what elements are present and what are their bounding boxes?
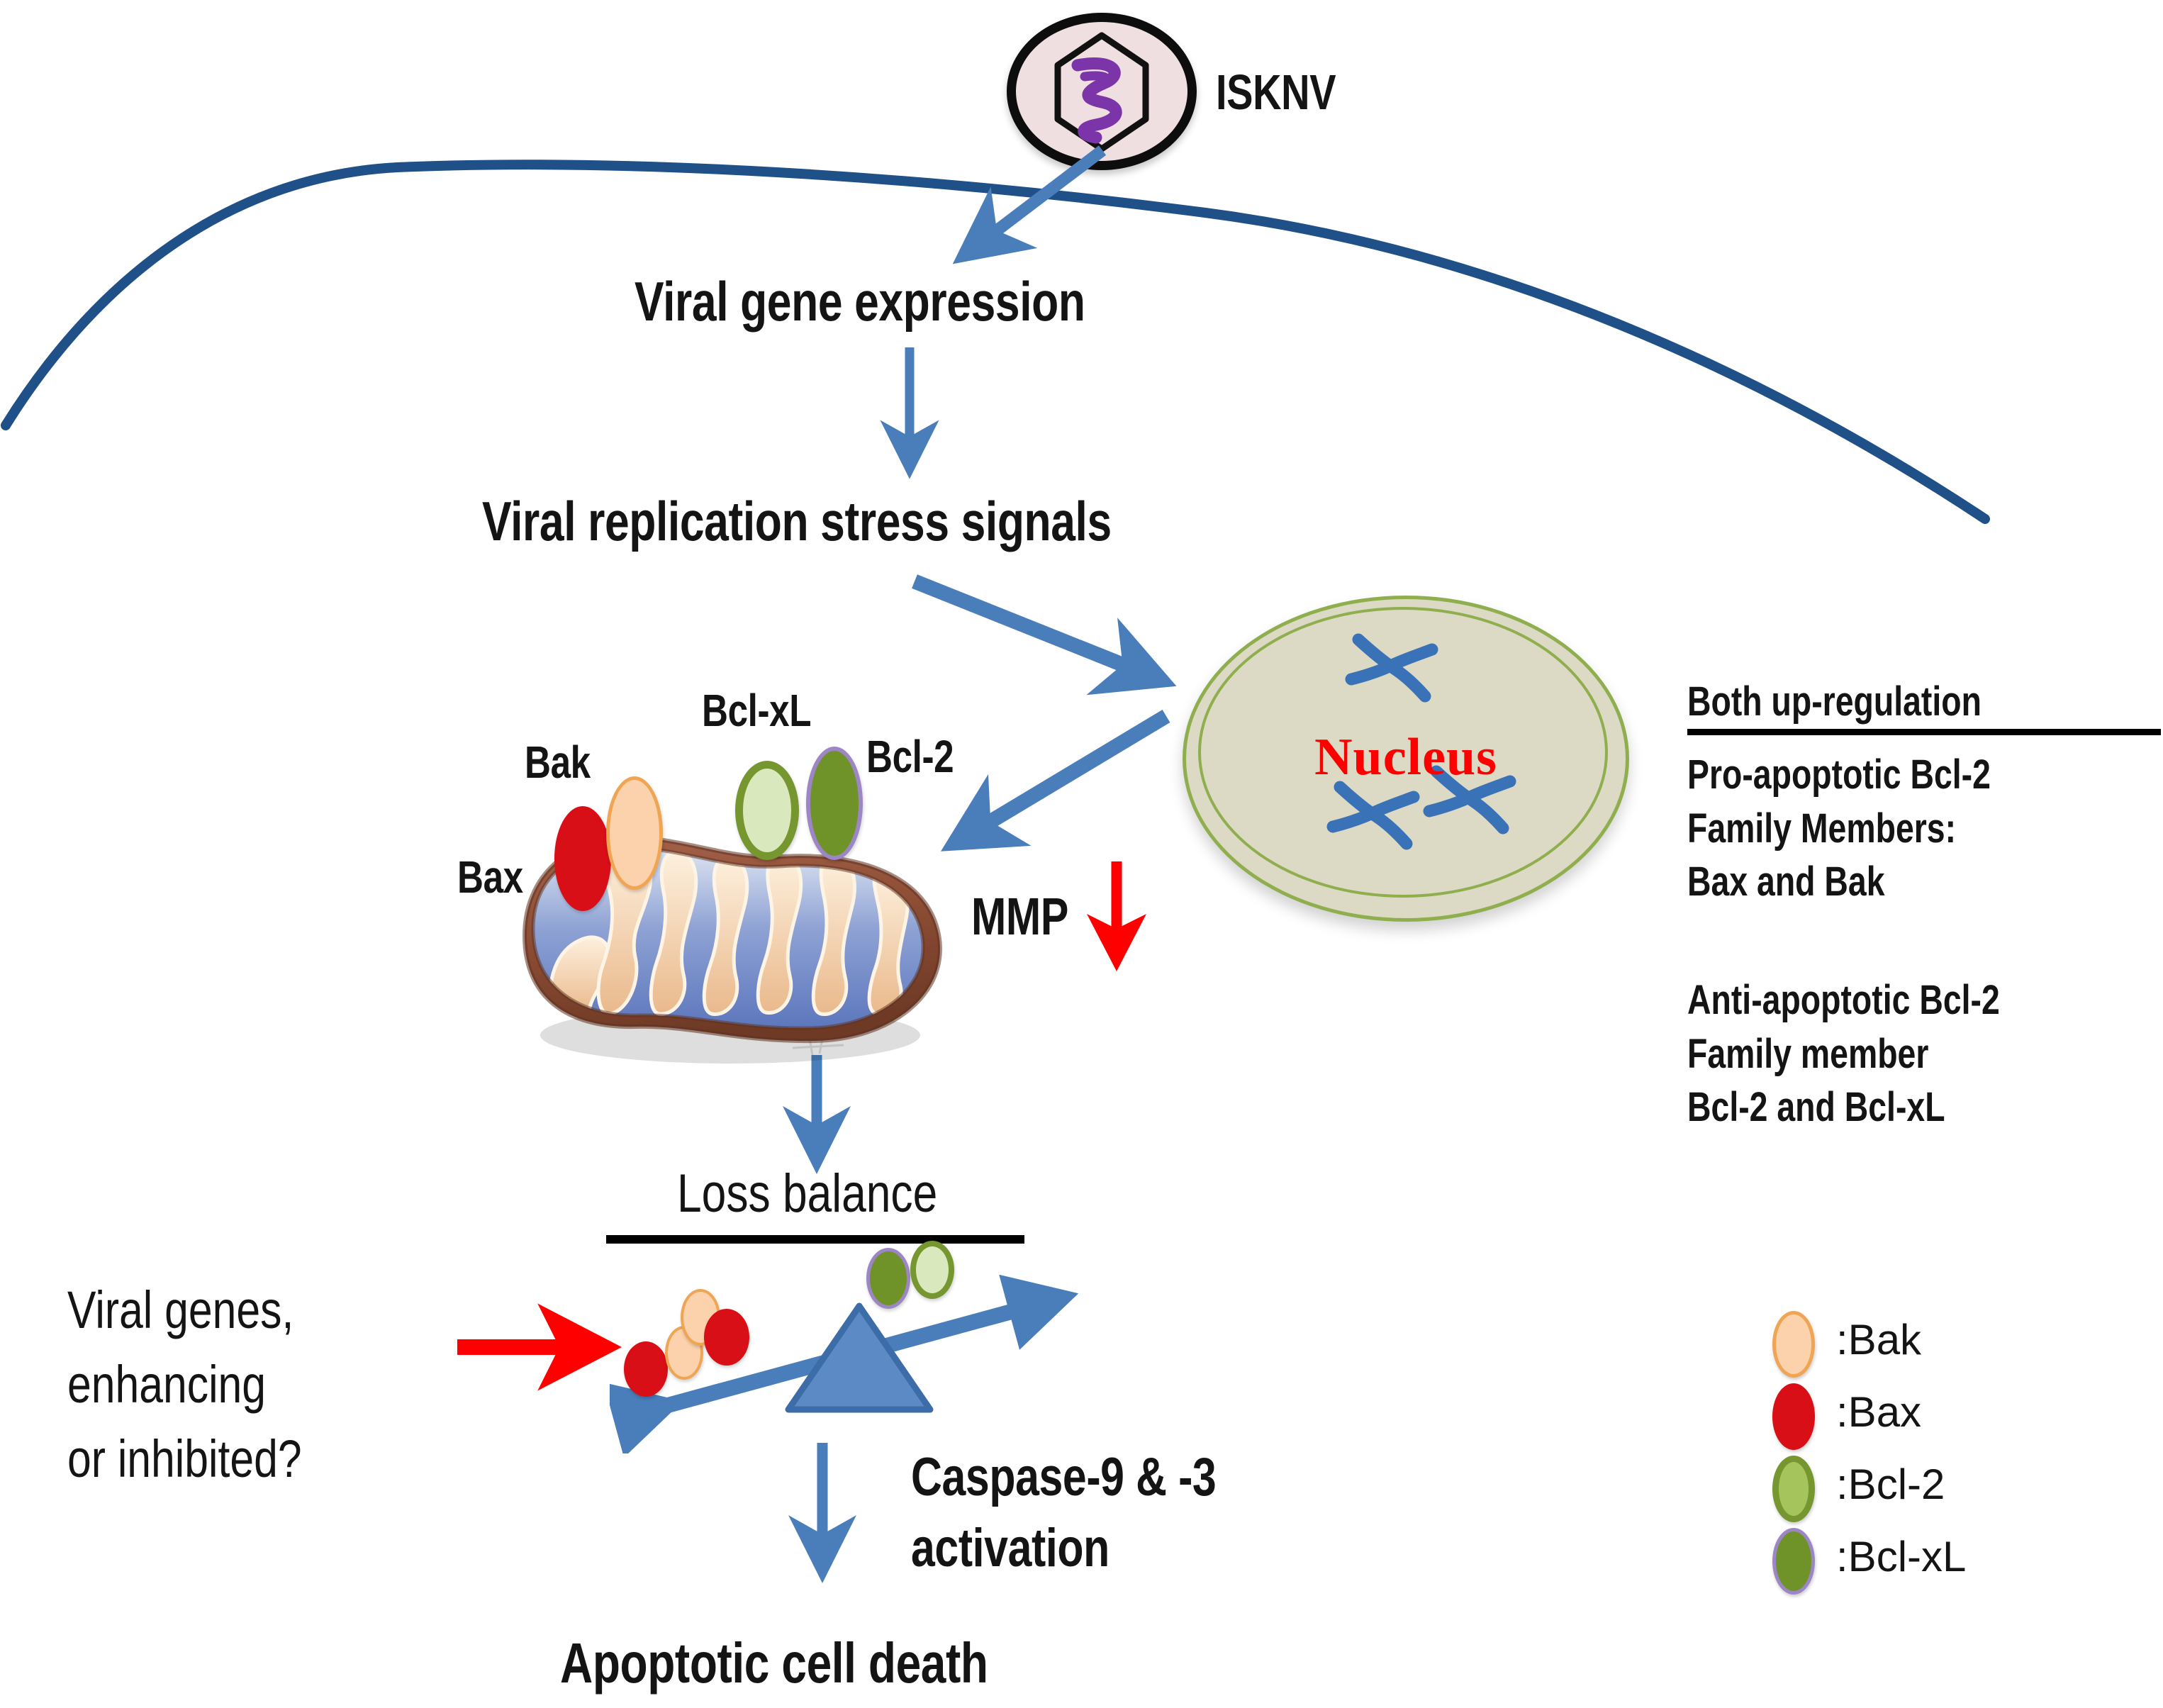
legend-item-bclxl: :Bcl-xL [1772, 1525, 2163, 1597]
pro-apoptotic-block: Pro-apoptotic Bcl-2 Family Members: Bax … [1687, 752, 1991, 905]
apoptotic-cell-death-label: Apoptotic cell death [560, 1631, 988, 1695]
protein-bclxl-on-mitochondrion [735, 761, 799, 860]
loss-balance-label: Loss balance [677, 1163, 938, 1224]
legend-label-bclxl: :Bcl-xL [1836, 1533, 1967, 1580]
seesaw-beam-and-fulcrum [603, 1274, 1079, 1458]
isknv-virus-icon [1007, 13, 1197, 170]
nucleus-label: Nucleus [1314, 728, 1497, 786]
seesaw-protein-bax-1 [624, 1341, 668, 1397]
mmp-label: MMP [971, 887, 1068, 946]
viral-gene-expression-label: Viral gene expression [635, 270, 1085, 333]
protein-legend: :Bak :Bax :Bcl-2 :Bcl-xL [1772, 1308, 2163, 1597]
legend-item-bcl2: :Bcl-2 [1772, 1453, 2163, 1525]
protein-bax-on-mitochondrion [554, 806, 611, 911]
nucleus: Nucleus [1183, 596, 1629, 922]
virus-capsid-icon [1054, 32, 1149, 152]
panel-heading: Both up-regulation [1687, 679, 1982, 725]
seesaw-protein-bclxl [866, 1248, 910, 1309]
label-bcl2: Bcl-2 [866, 731, 954, 782]
anti-apoptotic-block: Anti-apoptotic Bcl-2 Family member Bcl-2… [1687, 977, 2000, 1131]
viral-replication-stress-label: Viral replication stress signals [482, 490, 1112, 552]
label-bax: Bax [457, 852, 523, 903]
legend-label-bcl2: :Bcl-2 [1836, 1461, 1945, 1508]
legend-swatch-bax [1772, 1383, 1815, 1450]
label-bak: Bak [525, 737, 591, 788]
regulation-summary-panel: Both up-regulation Pro-apoptotic Bcl-2 F… [1687, 681, 2163, 1134]
caspase-activation-label-line2: activation [911, 1518, 1110, 1578]
chromosomes-icon [1326, 633, 1516, 850]
virus-label: ISKNV [1216, 65, 1336, 120]
legend-swatch-bak [1772, 1311, 1815, 1378]
apoptosis-balance-seesaw [603, 1241, 1120, 1458]
legend-label-bax: :Bax [1836, 1388, 1922, 1436]
fulcrum-triangle [785, 1302, 934, 1413]
seesaw-protein-bax-2 [704, 1309, 749, 1366]
viral-genes-note-line3: or inhibited? [67, 1429, 302, 1488]
viral-genes-note-line1: Viral genes, [67, 1280, 294, 1339]
seesaw-protein-bcl2 [910, 1241, 954, 1299]
panel-heading-rule [1687, 729, 2161, 736]
legend-label-bak: :Bak [1836, 1316, 1922, 1363]
protein-bcl2-on-mitochondrion [806, 747, 863, 860]
protein-bak-on-mitochondrion [606, 776, 663, 890]
viral-genes-note-line2: enhancing [67, 1355, 267, 1414]
legend-item-bak: :Bak [1772, 1308, 2163, 1380]
nucleus-to-mitochondrion-arrow [940, 709, 1170, 852]
legend-swatch-bcl2 [1772, 1456, 1815, 1522]
stress-to-nucleus-arrow [912, 574, 1177, 696]
legend-swatch-bclxl [1772, 1528, 1815, 1595]
caspase-activation-label-line1: Caspase-9 & -3 [911, 1447, 1217, 1507]
loss-balance-underline [606, 1235, 1024, 1244]
label-bclxl: Bcl-xL [702, 685, 812, 736]
legend-item-bax: :Bax [1772, 1380, 2163, 1453]
